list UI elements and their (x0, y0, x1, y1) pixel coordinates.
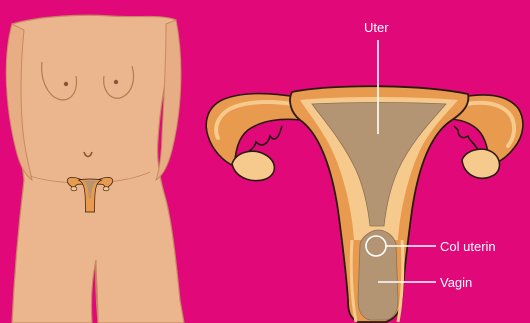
label-vagina: Vagin (440, 275, 472, 290)
left-nipple (64, 82, 68, 86)
left-ovary (232, 151, 274, 180)
torso-silhouette (12, 15, 184, 323)
label-uterus: Uter (364, 20, 389, 35)
reproductive-organs (206, 86, 523, 322)
right-nipple (114, 80, 118, 84)
right-fimbriae (454, 126, 478, 150)
vaginal-canal (358, 230, 398, 320)
right-ovary (462, 149, 500, 178)
label-cervix: Col uterin (440, 239, 496, 254)
female-torso-figure (6, 15, 184, 323)
